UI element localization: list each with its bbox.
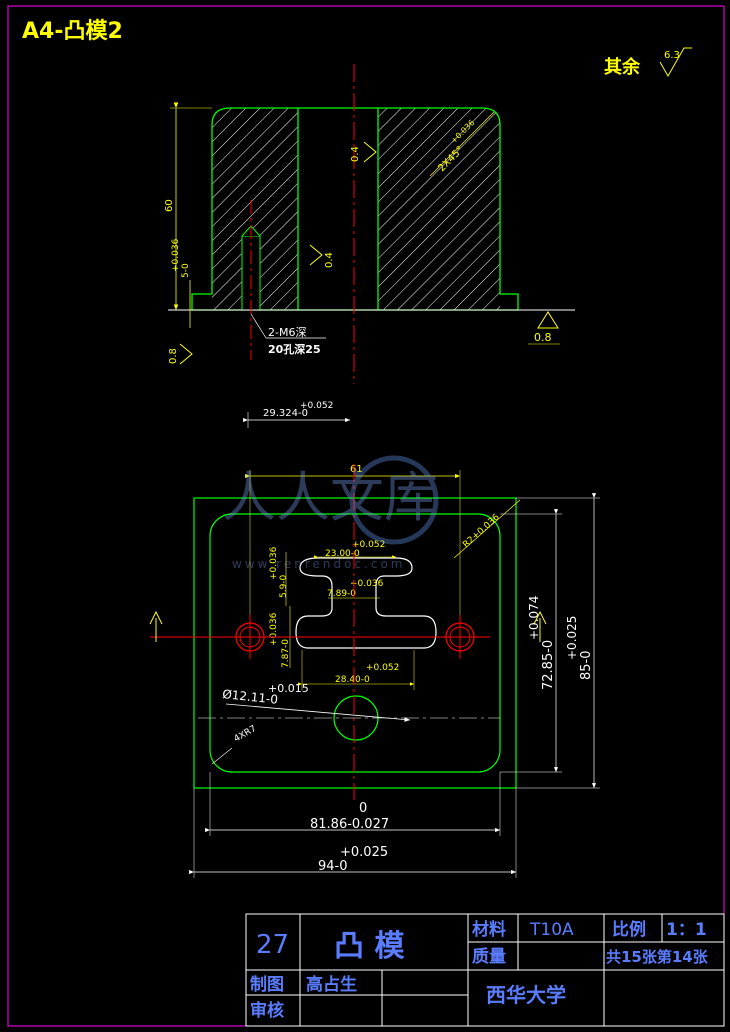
dim-inner-width: 81.86-0.027 (310, 817, 389, 832)
section-arrow-right (533, 610, 547, 642)
watermark: 人人文库 www.renrendoc.com (222, 455, 439, 571)
dim-hole-offset-tol: +0.052 (300, 401, 333, 411)
dim-bore-dia: Ø12.11-0 (222, 687, 279, 707)
punch-profile (209, 513, 501, 773)
dim-slot-mid-height: 7.87-0 (281, 639, 291, 668)
roughness-top: 0.4 (350, 146, 361, 162)
title-block (245, 913, 725, 1027)
watermark-text: 人人文库 (222, 466, 438, 529)
section-hatch-right (378, 108, 500, 310)
dim-inner-height-tol: +0.074 (527, 596, 541, 640)
dim-slot-top-width-tol: +0.052 (352, 540, 385, 550)
section-arrow-left (149, 610, 163, 642)
dim-hole-spacing: 61 (350, 464, 363, 475)
roughness-hole: 0.4 (324, 252, 335, 268)
thread-leader (250, 313, 267, 339)
sheet-title: A4-凸模2 (22, 19, 123, 44)
radius-leader (453, 499, 521, 559)
dim-bore-dia-tol: +0.015 (268, 682, 309, 695)
drawing-number: 27 (256, 930, 289, 960)
dim-hole-offset: 29.324-0 (263, 408, 308, 419)
checked-label: 审核 (250, 1000, 284, 1021)
drawn-label: 制图 (250, 974, 284, 995)
dim-inner-width-upper: 0 (359, 801, 367, 816)
sheet-count: 共15张第14张 (606, 948, 709, 966)
roughness-note-label: 其余 (604, 56, 641, 78)
dim-slot-top-height: 5.9-0 (279, 574, 289, 598)
roughness-symbol-icon (659, 47, 692, 78)
dim-base-thickness: 5-0 (181, 263, 191, 278)
roughness-left: 0.8 (168, 348, 179, 364)
slot-profile (295, 557, 437, 649)
dim-slot-neck-tol: +0.036 (350, 579, 384, 589)
dim-slot-neck: 7.89-0 (327, 589, 356, 599)
roughness-top-icon (363, 141, 377, 163)
dim-slot-mid-height-tol: +0.036 (269, 612, 279, 646)
roughness-left-icon (179, 343, 193, 365)
roughness-base: 0.8 (534, 331, 552, 344)
dim-outer-width: 94-0 (318, 859, 348, 874)
roughness-base-icon (537, 311, 559, 329)
threaded-hole (241, 235, 261, 311)
scale-label: 比例 (612, 919, 646, 940)
dim-height: 60 (164, 199, 175, 212)
watermark-logo-icon (349, 455, 439, 545)
dim-slot-top-width: 23.00-0 (325, 549, 360, 559)
dim-outer-height-tol: +0.025 (565, 616, 579, 660)
bore-dia-leader (225, 703, 411, 722)
threaded-hole-left (150, 615, 466, 659)
material-value: T10A (529, 920, 574, 940)
section-outline (191, 107, 519, 311)
general-roughness-note: 其余 6.3 (604, 47, 692, 78)
section-hatch-left (212, 108, 298, 310)
radius-note: R2+0.036 (461, 512, 502, 550)
material-label: 材料 (472, 919, 506, 940)
part-name: 凸 模 (334, 929, 404, 964)
dim-slot-top-height-tol: +0.036 (269, 546, 279, 580)
section-view: 60 +0.036 5-0 0.4 0.4 0.8 0.8 2X45° +0.0… (164, 64, 575, 384)
dim-base-thickness-tol: +0.036 (171, 238, 181, 272)
school-name: 西华大学 (486, 983, 566, 1007)
dim-outer-height: 85-0 (579, 650, 594, 680)
drawn-by: 高占生 (306, 974, 357, 995)
chamfer-leader (429, 111, 495, 177)
scale-value: 1：1 (666, 920, 707, 940)
thread-note-line2: 20孔深25 (268, 342, 321, 356)
thread-note-line1: 2-M6深 (268, 326, 306, 339)
mass-label: 质量 (472, 946, 506, 967)
threaded-hole-right (430, 615, 490, 659)
dim-slot-bottom-width: 28.40-0 (335, 675, 370, 685)
dim-outer-width-tol: +0.025 (340, 845, 388, 860)
roughness-hole-icon (309, 244, 323, 266)
dim-slot-bottom-width-tol: +0.052 (366, 663, 399, 673)
dim-inner-height: 72.85-0 (541, 640, 556, 690)
roughness-note-value: 6.3 (664, 50, 680, 61)
outer-plate-outline (193, 497, 517, 789)
corner-radius-note: 4XR7 (233, 724, 259, 745)
watermark-url: www.renrendoc.com (232, 557, 405, 571)
